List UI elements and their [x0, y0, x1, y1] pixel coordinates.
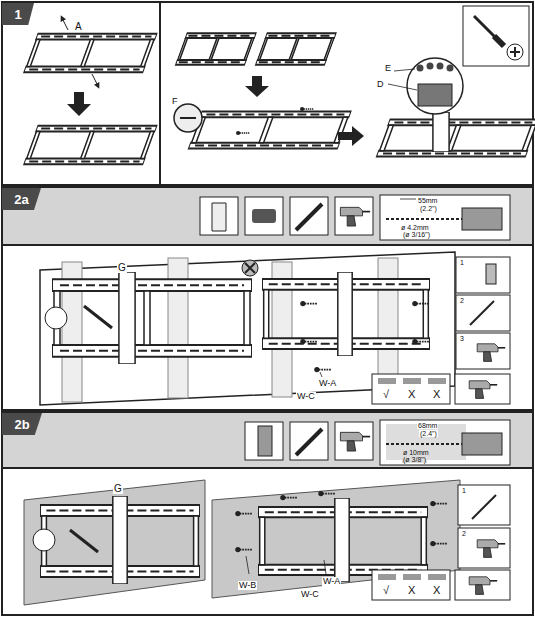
callout-label: (ø 3/8")	[402, 456, 427, 463]
section-one	[2, 2, 535, 185]
step-number: 1	[14, 7, 21, 22]
callout-label: D	[376, 80, 385, 89]
callout-label: W-B	[238, 581, 257, 590]
callout-label: ø 10mm	[402, 449, 430, 456]
callout-label: 1	[461, 487, 467, 494]
callout-label: W-C	[296, 392, 316, 401]
callout-label: A	[74, 22, 83, 32]
section-two-b	[2, 412, 533, 615]
callout-label: (2.4")	[419, 430, 438, 437]
callout-label: G	[113, 484, 123, 494]
callout-label: G	[117, 263, 127, 273]
callout-label: X	[407, 389, 416, 400]
callout-label: W-A	[318, 379, 337, 388]
callout-label: (2.2")	[419, 205, 438, 212]
callout-label: (ø 3/16")	[402, 231, 431, 238]
callout-label: √	[382, 389, 390, 400]
callout-label: X	[432, 389, 441, 400]
section-two-a	[2, 187, 533, 410]
callout-label: W-A	[322, 577, 341, 586]
step-number: 2a	[14, 192, 28, 207]
callout-label: E	[384, 64, 392, 73]
callout-label: F	[171, 97, 179, 106]
callout-label: √	[382, 585, 390, 596]
callout-label: ø 4.2mm	[400, 224, 430, 231]
callout-label: 1	[459, 259, 465, 266]
callout-label: 3	[459, 335, 465, 342]
callout-label: X	[407, 585, 416, 596]
step-number: 2b	[14, 417, 29, 432]
callout-label: 55mm	[417, 197, 438, 204]
callout-label: 2	[459, 297, 465, 304]
callout-label: X	[432, 585, 441, 596]
callout-label: W-C	[300, 590, 320, 599]
callout-label: 68mm	[417, 422, 438, 429]
callout-label: 2	[461, 530, 467, 537]
